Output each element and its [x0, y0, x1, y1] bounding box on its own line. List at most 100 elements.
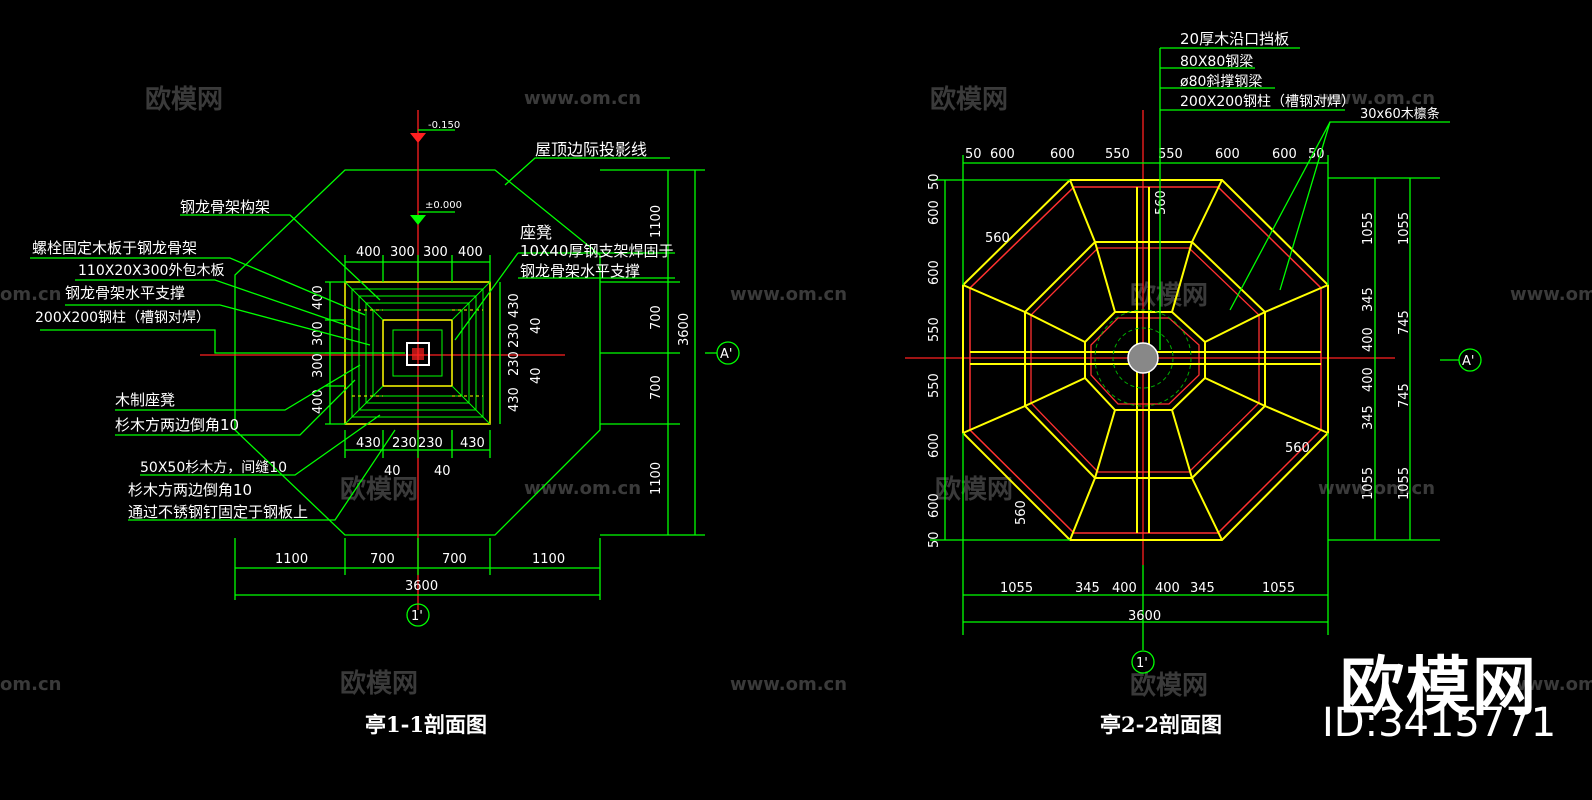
dim-label: 40 [529, 367, 544, 384]
watermark-brand: 欧模网 [935, 474, 1013, 505]
label-brace-beam: ø80斜撑钢梁 [1180, 74, 1262, 90]
dim-label: 300 [311, 321, 326, 346]
dims-top: 400 300 300 400 [344, 245, 491, 282]
elevation-zero: ±0.000 [425, 200, 462, 211]
dim-label: 600 [1272, 147, 1297, 162]
dim-label: 550 [1158, 147, 1183, 162]
label-wood-bench: 木制座凳 [115, 391, 175, 409]
watermark-url: www.om.cn [730, 674, 847, 695]
dim-label: 700 [649, 375, 664, 400]
dim-label: 50 [927, 531, 942, 548]
dim-label: 430 [507, 387, 522, 412]
watermark-url: www.om.cn [1318, 88, 1435, 109]
dim-label: 400 [356, 245, 381, 260]
label-fir-50: 50X50杉木方，间缝10 [140, 460, 287, 476]
dim-label: 40 [529, 317, 544, 334]
axis-label-a: A' [1462, 354, 1474, 369]
dims-top: 50 600 600 550 550 600 600 50 [962, 147, 1329, 285]
watermark-url: om.cn [0, 674, 61, 695]
title-right: 亭2-2剖面图 [1100, 712, 1222, 737]
label-steel-bracket: 10X40厚钢支架焊固于 [520, 242, 673, 260]
watermark-brand: 欧模网 [1130, 280, 1208, 311]
dim-label: 745 [1397, 383, 1412, 408]
dim-label: 560 [985, 231, 1010, 246]
dim-label: 550 [1105, 147, 1130, 162]
axis-label-1: 1' [1136, 656, 1148, 671]
dim-label: 230 [507, 351, 522, 376]
label-edge-board: 20厚木沿口挡板 [1180, 30, 1289, 48]
dim-label: 1055 [1397, 212, 1412, 245]
dim-label: 40 [384, 464, 401, 479]
dim-label: 400 [1361, 327, 1376, 352]
left-labels: 屋顶边际投影线 钢龙骨架构架 螺栓固定木板于钢龙骨架 110X20X300外包木… [32, 140, 673, 521]
dim-label: 300 [423, 245, 448, 260]
label-steel-beam: 80X80钢梁 [1180, 54, 1253, 70]
dim-label: 230 [507, 323, 522, 348]
dim-label: 50 [965, 147, 982, 162]
watermark-url: www.om.cn [1510, 284, 1592, 305]
axis-label-1: 1' [411, 609, 423, 624]
dim-label: 3600 [1128, 609, 1161, 624]
dim-label: 400 [1361, 367, 1376, 392]
dim-label: 50 [1308, 147, 1325, 162]
label-steel-bracket2: 钢龙骨架水平支撑 [520, 262, 640, 280]
dim-label: 560 [1014, 500, 1029, 525]
leader-lines [1159, 47, 1450, 350]
dim-label: 745 [1397, 310, 1412, 335]
watermark-brand: 欧模网 [145, 84, 223, 115]
watermark-brand: 欧模网 [1130, 670, 1208, 701]
dim-label: 430 [507, 293, 522, 318]
dim-label: 300 [390, 245, 415, 260]
dim-label: 560 [1285, 441, 1310, 456]
dim-label: 600 [927, 433, 942, 458]
dims-left: 400 300 300 400 [311, 281, 345, 425]
dim-label: 1055 [1397, 467, 1412, 500]
dim-label: 3600 [405, 579, 438, 594]
dim-label: 400 [1112, 581, 1137, 596]
watermark-url: om.cn [0, 284, 61, 305]
dim-label: 400 [311, 389, 326, 414]
label-ss-nail: 通过不锈钢钉固定于钢板上 [128, 503, 308, 521]
dim-label: 600 [927, 260, 942, 285]
dim-label: 1055 [1361, 467, 1376, 500]
dim-label: 600 [990, 147, 1015, 162]
elevation-marker [410, 215, 426, 225]
title-left: 亭1-1剖面图 [365, 712, 487, 737]
watermark-url: www.om.cn [1318, 478, 1435, 499]
dim-label: 1055 [1361, 212, 1376, 245]
label-column: 200X200钢柱（槽钢对焊） [35, 310, 210, 326]
label-purlin: 30x60木檩条 [1360, 106, 1440, 122]
axis-bubble-1 [1131, 650, 1155, 674]
dim-label: 50 [927, 173, 942, 190]
watermark-url: www.om.cn [730, 284, 847, 305]
watermark-url: www.om.cn [524, 478, 641, 499]
dims-bottom: 1100 700 700 1100 3600 [234, 538, 601, 600]
dim-label: 230 [392, 436, 417, 451]
steel-column [406, 342, 430, 366]
watermarks: 欧模网 www.om.cn 欧模网 www.om.cn om.cn www.om… [0, 84, 1592, 701]
dim-label: 700 [370, 552, 395, 567]
dim-label: 40 [434, 464, 451, 479]
label-fir-chamfer: 杉木方两边倒角10 [115, 416, 239, 434]
dims-bottom-inner: 430 230 230 430 40 40 [344, 430, 491, 479]
label-bench: 座凳 [520, 223, 552, 242]
brand-id: ID:3415771 [1322, 700, 1557, 746]
dim-label: 345 [1190, 581, 1215, 596]
dim-label: 345 [1075, 581, 1100, 596]
label-fir-chamfer2: 杉木方两边倒角10 [128, 481, 252, 499]
dim-label: 600 [1050, 147, 1075, 162]
axis-bubble-1 [406, 603, 430, 627]
dim-label: 400 [458, 245, 483, 260]
dims-right: 1055 345 400 400 345 1055 1055 745 745 1… [1328, 177, 1440, 541]
dim-label: 600 [927, 493, 942, 518]
dim-label: 300 [311, 353, 326, 378]
label-wood-board: 110X20X300外包木板 [78, 263, 224, 279]
radial-beams [962, 179, 1329, 541]
watermark-url: www.om.cn [524, 88, 641, 109]
right-section-drawing: 50 600 600 550 550 600 600 50 50 600 600… [905, 30, 1482, 737]
dim-label: 1100 [649, 205, 664, 238]
right-labels: 20厚木沿口挡板 80X80钢梁 ø80斜撑钢梁 200X200钢柱（槽钢对焊）… [1180, 30, 1440, 122]
dim-label: 400 [311, 285, 326, 310]
watermark-brand: 欧模网 [340, 668, 418, 699]
